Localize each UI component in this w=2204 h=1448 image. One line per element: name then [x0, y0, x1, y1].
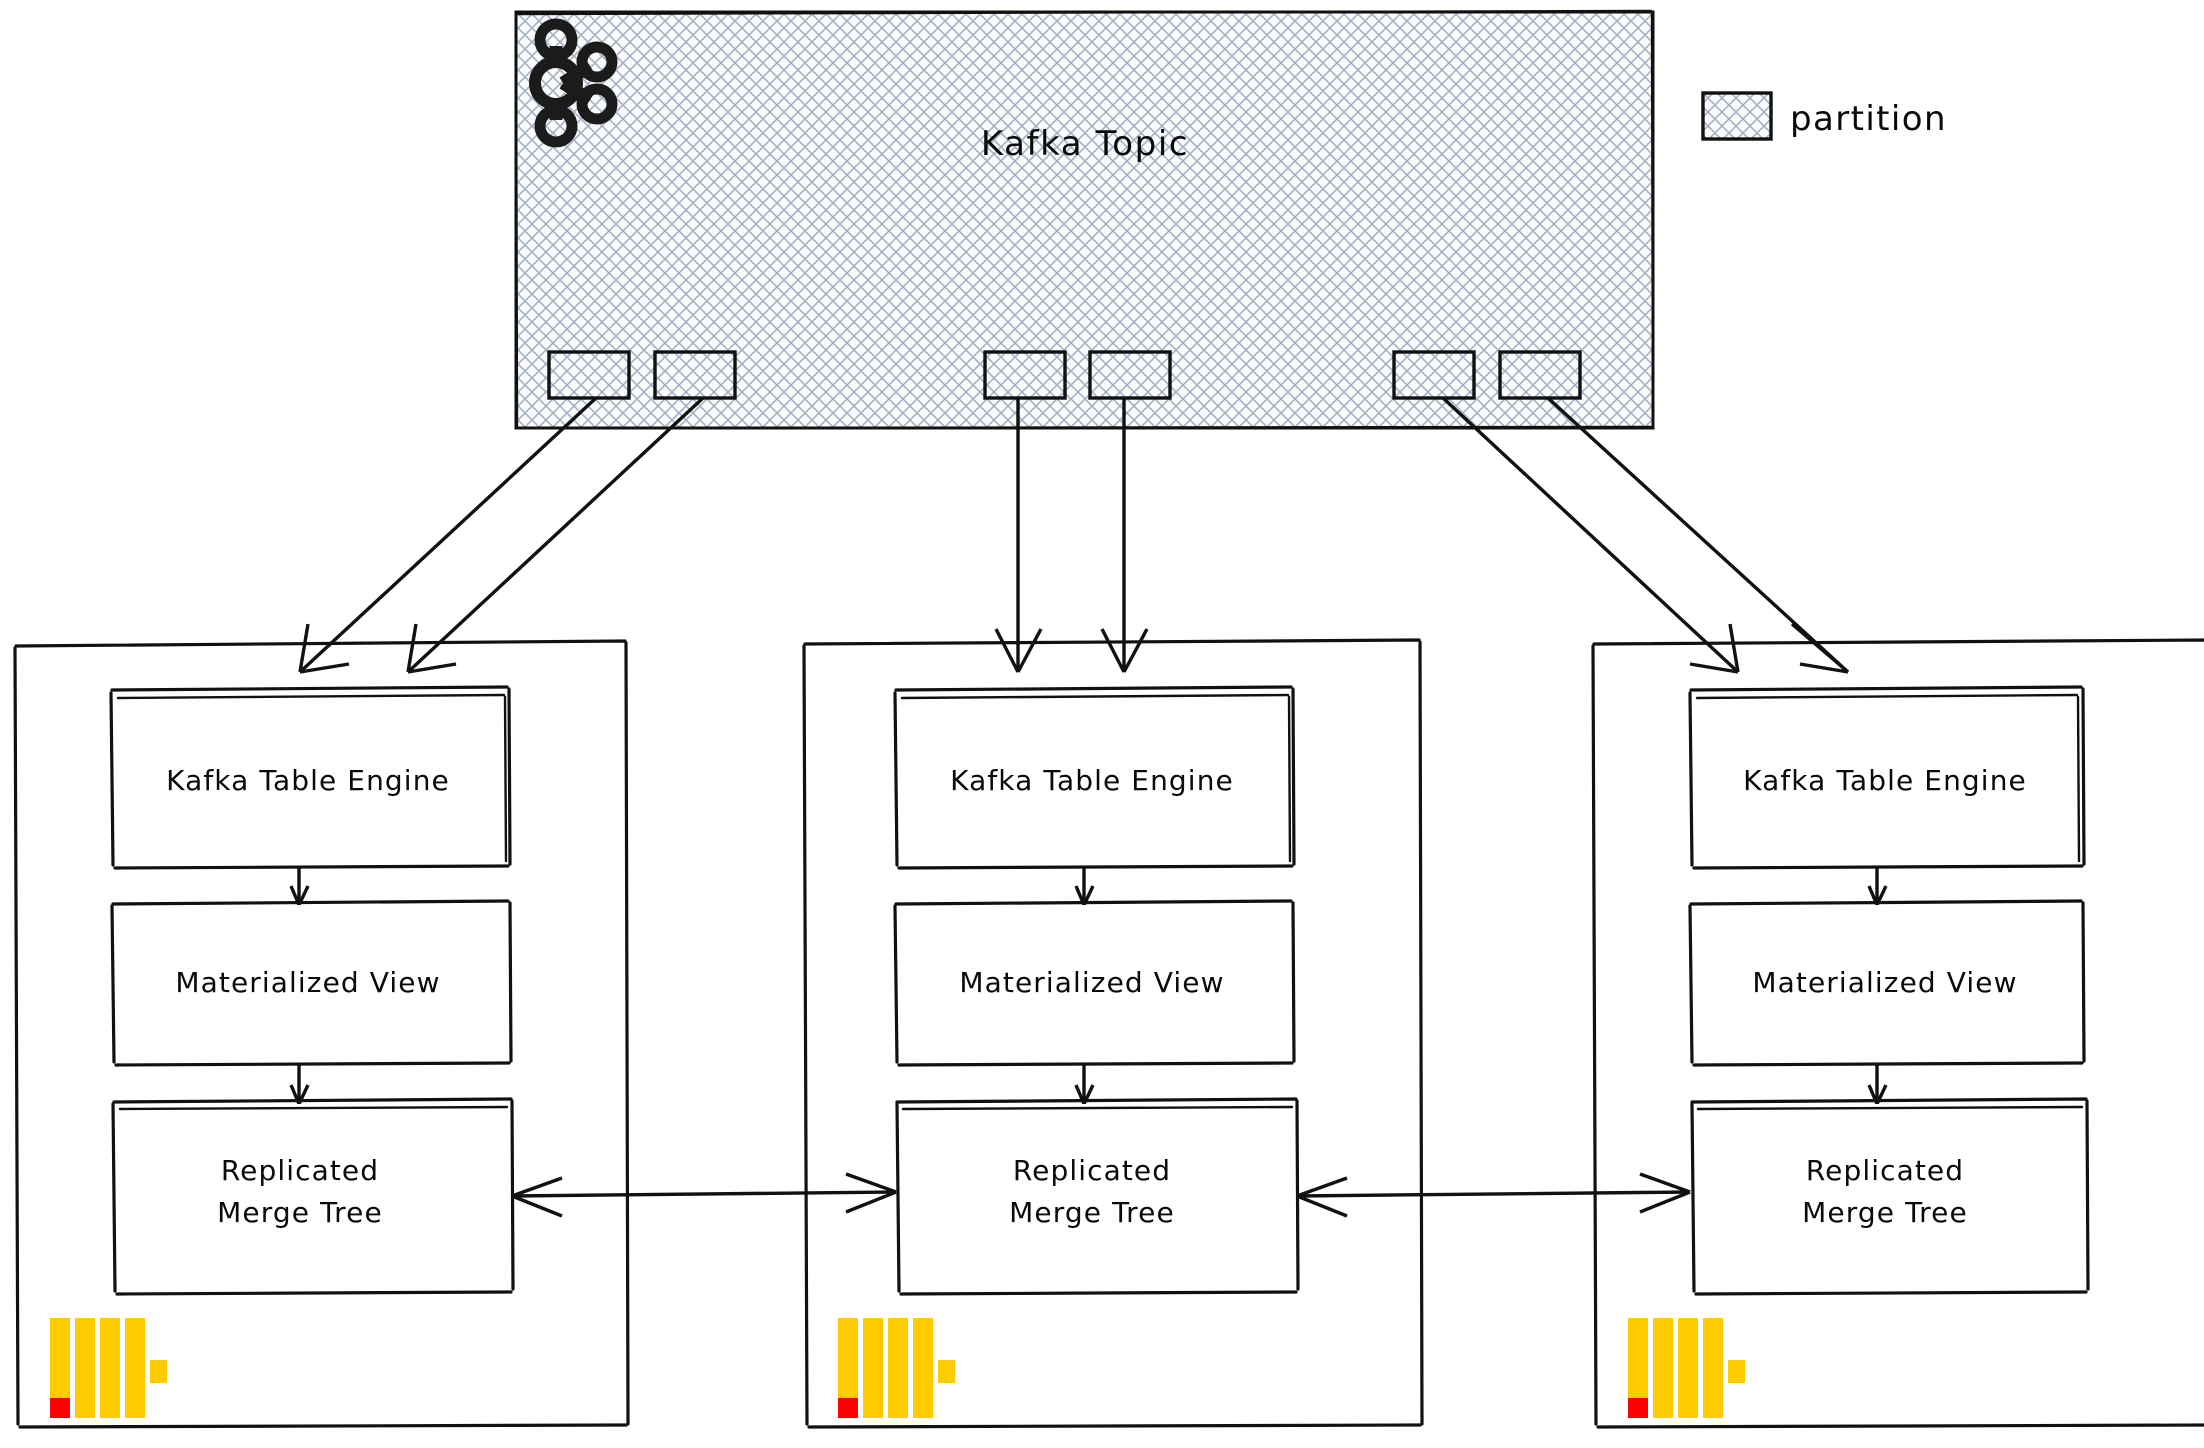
node-1-materialized-view[interactable]: Materialized View	[110, 899, 513, 1067]
node-3-kafka-table-engine-label: Kafka Table Engine	[1743, 764, 2027, 797]
edge-p6-to-node3	[1546, 396, 1850, 674]
node-3-replicated-merge-tree-label-2: Merge Tree	[1802, 1196, 1968, 1229]
node-1-kafka-table-engine[interactable]: Kafka Table Engine	[109, 685, 512, 870]
node-1-clickhouse-logo	[50, 1318, 167, 1418]
node-3-materialized-view[interactable]: Materialized View	[1688, 899, 2086, 1067]
node-2-replicated-merge-tree[interactable]: Replicated Merge Tree	[895, 1097, 1300, 1296]
node-3-container[interactable]	[1591, 638, 2204, 1429]
node-1-replicated-merge-tree-label-1: Replicated	[221, 1154, 379, 1187]
edge-node3-kte-to-mv	[1867, 866, 1888, 906]
node-2-replicated-merge-tree-label-2: Merge Tree	[1009, 1196, 1175, 1229]
node-2-kafka-table-engine-label: Kafka Table Engine	[950, 764, 1234, 797]
edge-node2-mv-to-rmt	[1074, 1063, 1095, 1105]
node-3-replicated-merge-tree-label-1: Replicated	[1806, 1154, 1964, 1187]
node-1-container[interactable]	[13, 639, 630, 1429]
edge-node2-rmt-to-node3-rmt	[1296, 1172, 1691, 1218]
node-2-replicated-merge-tree-label-1: Replicated	[1013, 1154, 1171, 1187]
node-1-replicated-merge-tree[interactable]: Replicated Merge Tree	[111, 1097, 515, 1296]
partition-p5[interactable]	[1392, 350, 1476, 400]
edge-p2-to-node1	[406, 396, 705, 674]
partition-p4[interactable]	[1088, 350, 1172, 400]
node-1-materialized-view-label: Materialized View	[175, 966, 440, 999]
node-2-clickhouse-logo	[838, 1318, 955, 1418]
edge-node3-mv-to-rmt	[1867, 1063, 1888, 1105]
edge-p5-to-node3	[1441, 396, 1740, 674]
node-3-clickhouse-logo	[1628, 1318, 1745, 1418]
node-3-kafka-table-engine[interactable]: Kafka Table Engine	[1688, 685, 2086, 870]
node-1-kafka-table-engine-label: Kafka Table Engine	[166, 764, 450, 797]
edge-p3-to-node2	[994, 398, 1043, 673]
legend-label: partition	[1790, 99, 1947, 139]
node-2-kafka-table-engine[interactable]: Kafka Table Engine	[893, 685, 1296, 870]
node-3-replicated-merge-tree[interactable]: Replicated Merge Tree	[1690, 1097, 2090, 1296]
partition-p2[interactable]	[653, 350, 737, 400]
partition-p6[interactable]	[1498, 350, 1582, 400]
edge-node1-kte-to-mv	[289, 866, 310, 906]
partition-p1[interactable]	[547, 350, 631, 400]
node-3-materialized-view-label: Materialized View	[1752, 966, 2017, 999]
node-2-materialized-view-label: Materialized View	[959, 966, 1224, 999]
edge-node1-mv-to-rmt	[289, 1063, 310, 1105]
edge-p1-to-node1	[298, 396, 598, 674]
node-1-replicated-merge-tree-label-2: Merge Tree	[217, 1196, 383, 1229]
node-2-container[interactable]	[802, 638, 1424, 1429]
node-2-materialized-view[interactable]: Materialized View	[893, 899, 1296, 1067]
edge-node2-kte-to-mv	[1074, 866, 1095, 906]
partition-p3[interactable]	[983, 350, 1067, 400]
edge-node1-rmt-to-node2-rmt	[511, 1172, 897, 1218]
edge-p4-to-node2	[1100, 398, 1149, 673]
partition-swatch	[1701, 91, 1773, 141]
kafka-logo	[529, 18, 618, 148]
kafka-topic-label: Kafka Topic	[981, 124, 1189, 164]
legend: partition	[1701, 91, 1947, 141]
